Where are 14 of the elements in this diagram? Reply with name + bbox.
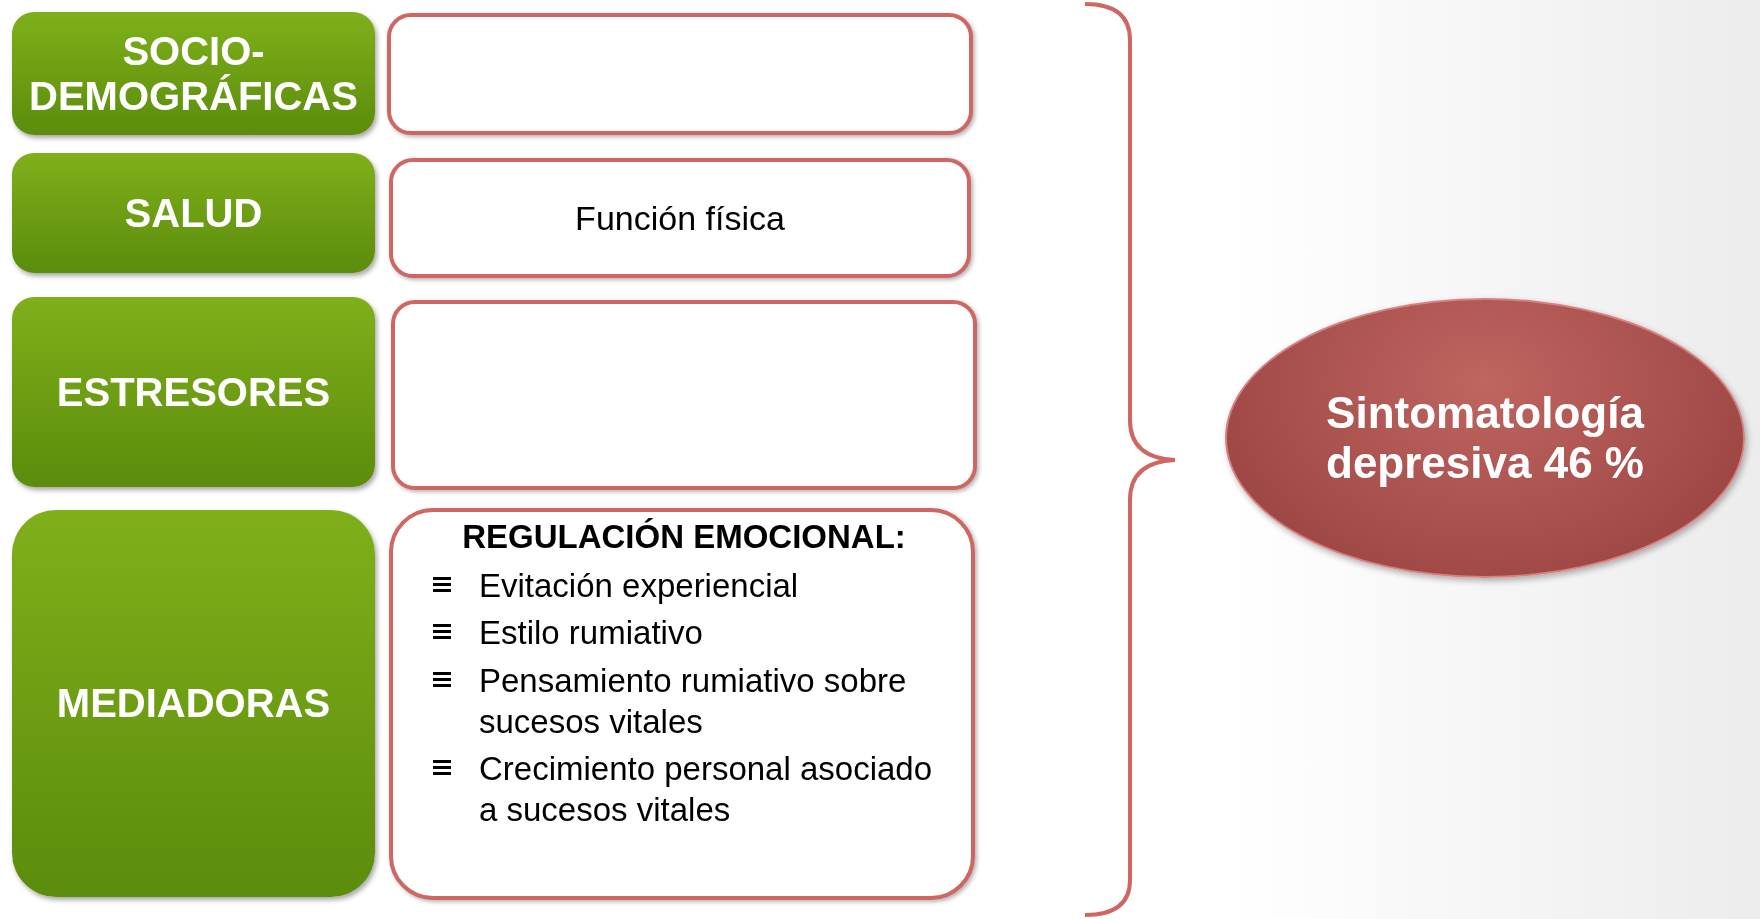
empty-box xyxy=(387,13,973,135)
content-box: Función física xyxy=(389,158,971,278)
list-item: Estilo rumiativo xyxy=(479,613,703,654)
result-ellipse: Sintomatología depresiva 46 % xyxy=(1225,298,1745,578)
category-box: ESTRESORES xyxy=(12,297,375,487)
list-item: Pensamiento rumiativo sobre sucesos vitales xyxy=(479,660,908,742)
list-item: Evitación experiencial xyxy=(479,566,799,606)
category-box: SALUD xyxy=(12,153,375,273)
list-item: Crecimiento personal asociado a sucesos vitales xyxy=(479,749,934,831)
list-heading: REGULACIÓN EMOCIONAL: xyxy=(462,518,906,556)
content-box xyxy=(389,508,975,900)
empty-box xyxy=(391,300,977,490)
category-box: SOCIO-DEMOGRÁFICAS xyxy=(12,12,375,135)
category-box: MEDIADORAS xyxy=(12,510,375,897)
